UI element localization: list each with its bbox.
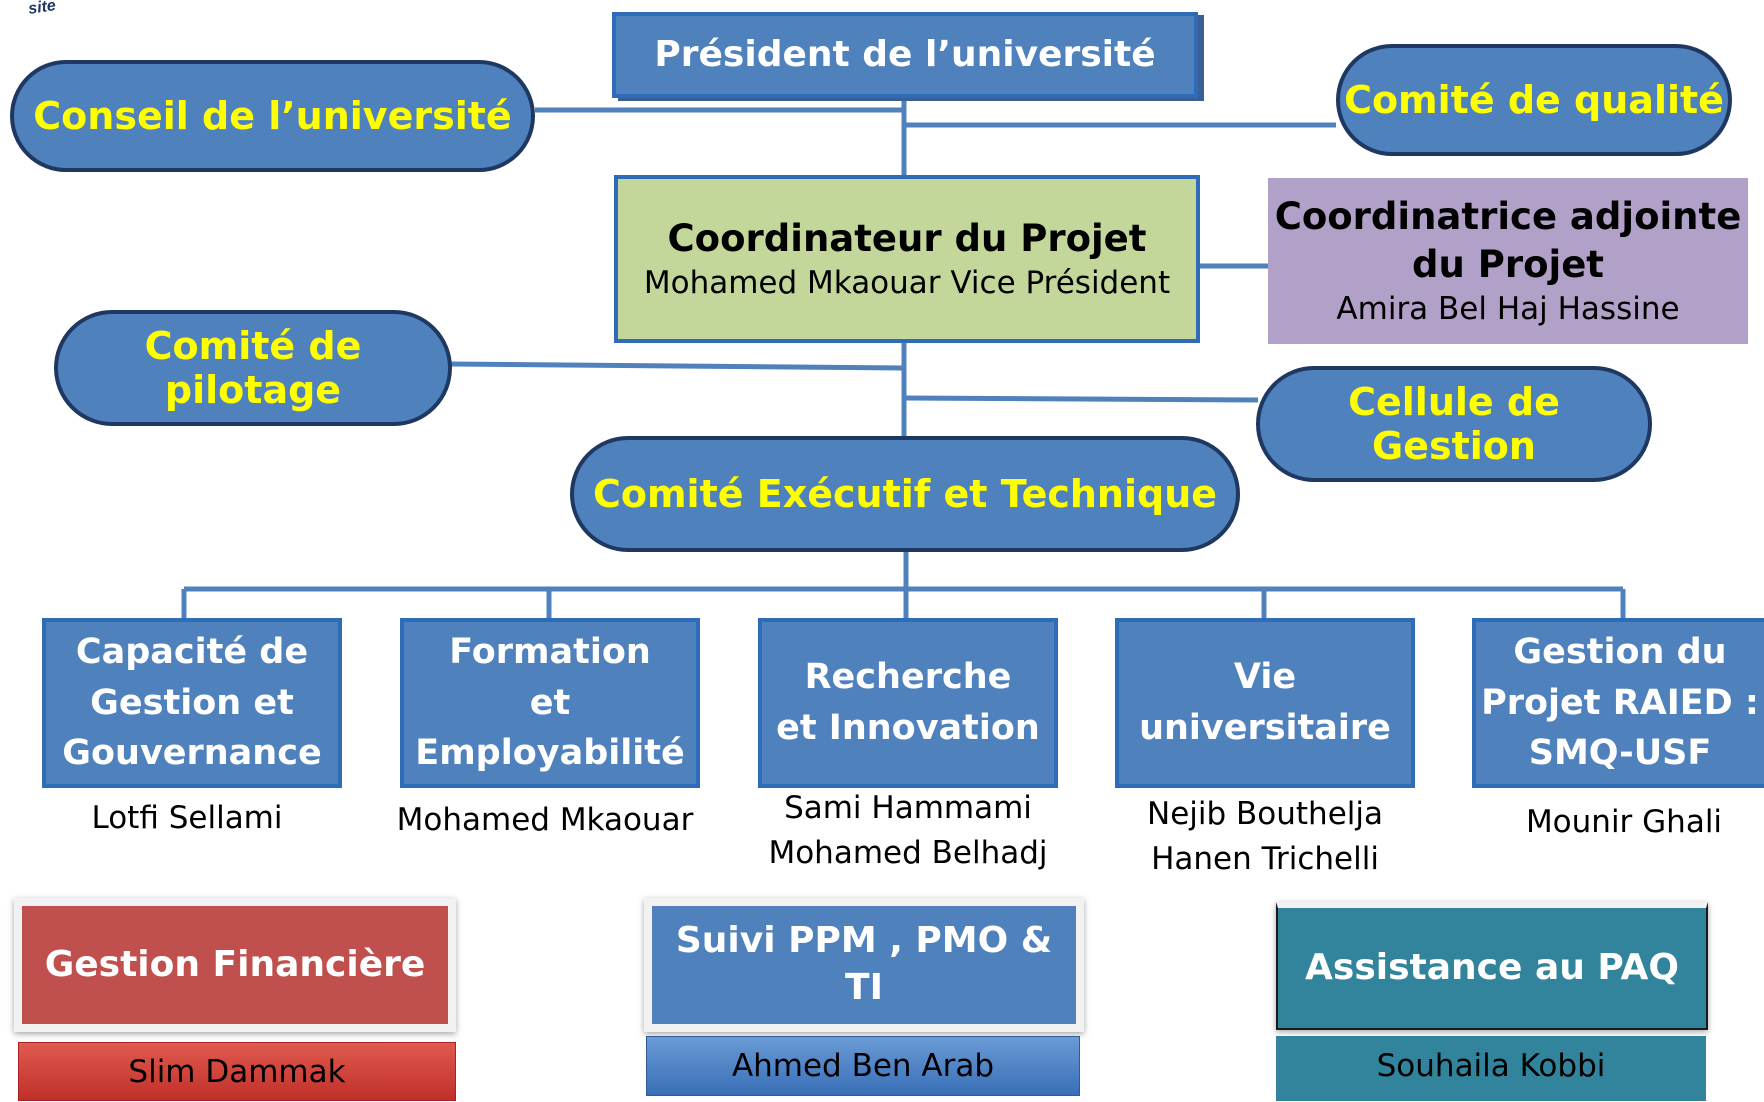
connector-line <box>449 361 905 371</box>
cellule-pill: Cellule de Gestion <box>1256 366 1652 482</box>
dept-label-line: universitaire <box>1139 708 1391 748</box>
adjointe-title-line1: Coordinatrice adjointe <box>1274 194 1742 238</box>
dept-label-line: Gouvernance <box>62 733 322 774</box>
adjointe-name: Amira Bel Haj Hassine <box>1336 290 1680 327</box>
support-person-suivi: Ahmed Ben Arab <box>646 1036 1080 1096</box>
dept-label-line: Capacité de <box>75 631 309 672</box>
dept-box-vie: Vie universitaire <box>1115 618 1415 788</box>
dept-label-line: Vie <box>1233 657 1297 698</box>
support-person-finance: Slim Dammak <box>18 1042 456 1101</box>
dept-box-gouvernance: Capacité de Gestion et Gouvernance <box>42 618 342 788</box>
conseil-pill: Conseil de l’université <box>10 60 535 172</box>
dept-label-line: et Employabilité <box>415 682 685 774</box>
adjointe-title-line2: du Projet <box>1412 242 1604 286</box>
dept-label-line: Gestion du <box>1513 631 1727 672</box>
support-person-paq: Souhaila Kobbi <box>1276 1036 1706 1101</box>
support-box-paq: Assistance au PAQ <box>1276 902 1708 1030</box>
adjointe-box: Coordinatrice adjointe du Projet Amira B… <box>1268 178 1748 344</box>
dept-label-line: Formation <box>449 631 651 672</box>
dept-person: Nejib Bouthelja <box>1147 796 1383 832</box>
executif-label: Comité Exécutif et Technique <box>592 472 1218 516</box>
dept-person: Mohamed Mkaouar <box>396 802 694 838</box>
coordinateur-title: Coordinateur du Projet <box>667 216 1147 260</box>
support-title: Suivi PPM , PMO & TI <box>675 920 1053 1008</box>
dept-label-line: Gestion et <box>90 682 294 723</box>
dept-box-smq: Gestion du Projet RAIED : SMQ-USF <box>1472 618 1764 788</box>
support-box-finance: Gestion Financière <box>14 898 456 1032</box>
dept-label-line: et Innovation <box>776 708 1040 748</box>
coordinateur-box: Coordinateur du Projet Mohamed Mkaouar V… <box>614 175 1200 343</box>
conseil-label: Conseil de l’université <box>33 94 512 138</box>
qualite-pill: Comité de qualité <box>1336 44 1732 156</box>
dept-box-recherche: Recherche et Innovation <box>758 618 1058 788</box>
president-label: Président de l’université <box>654 33 1156 75</box>
pilotage-pill: Comité de pilotage <box>54 310 452 426</box>
dept-person: Mohamed Belhadj <box>768 835 1048 871</box>
dept-box-formation: Formation et Employabilité <box>400 618 700 788</box>
president-box: Président de l’université <box>612 12 1198 98</box>
support-box-suivi: Suivi PPM , PMO & TI <box>644 898 1084 1032</box>
support-title: Assistance au PAQ <box>1305 946 1679 988</box>
dept-label-line: SMQ-USF <box>1528 733 1712 774</box>
qualite-label: Comité de qualité <box>1344 78 1724 122</box>
executif-pill: Comité Exécutif et Technique <box>570 436 1240 552</box>
dept-person: Hanen Trichelli <box>1151 841 1379 877</box>
pilotage-label: Comité de pilotage <box>144 324 362 412</box>
dept-label-line: Projet RAIED : <box>1481 682 1759 723</box>
connector-line <box>903 395 1259 403</box>
dept-person: Sami Hammami <box>784 790 1032 826</box>
dept-person: Lotfi Sellami <box>91 800 283 836</box>
cellule-label: Cellule de Gestion <box>1348 380 1560 468</box>
dept-label-line: Recherche <box>804 657 1012 698</box>
coordinateur-name: Mohamed Mkaouar Vice Président <box>643 264 1171 301</box>
support-title: Gestion Financière <box>44 943 426 985</box>
dept-person: Mounir Ghali <box>1525 804 1723 840</box>
